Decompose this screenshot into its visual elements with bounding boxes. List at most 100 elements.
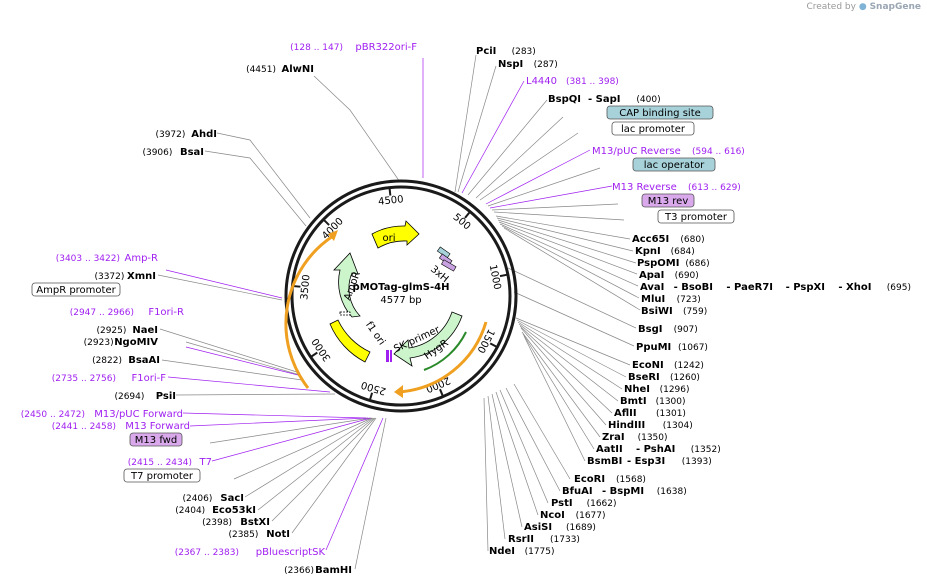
feature-box: T3 promoter [657,209,735,224]
plasmid-size: 4577 bp [380,295,421,306]
primer-label: M13 Reverse [612,182,677,193]
primer-position: (2735 .. 2756) [52,374,116,384]
feature-box-label: M13 rev [648,196,689,207]
feature-box: T7 promoter [123,468,201,483]
ring-tick-mark [322,218,330,226]
enzyme-position: (1662) [587,499,617,509]
feature-box-bg [657,209,735,224]
enzyme-position: (2385) [228,530,258,540]
enzyme-position: (907) [674,325,698,335]
feature-box-label: CAP binding site [619,108,701,119]
enzyme-position: (287) [534,60,558,70]
primer-position: (2367 .. 2383) [175,548,239,558]
feature-box-bg [641,193,695,208]
ring-tick-label: 500 [451,212,473,233]
enzyme-position: (3372) [94,272,124,282]
primer-label: F1ori-F [132,373,167,384]
enzyme-label: - PspXI [786,282,825,293]
enzyme-label: PstI [551,498,573,509]
enzyme-label: Acc65I [632,234,669,245]
enzyme-label: MluI [641,294,665,305]
ampr-outer-arrow [284,234,334,389]
feature-box-label: T7 promoter [130,471,194,482]
primer-position: (128 .. 147) [290,43,343,53]
primer-position: (2441 .. 2458) [52,422,116,432]
feature-box-bg [632,157,716,172]
feature-box-bg [123,468,201,483]
enzyme-label: BfuAI [562,486,593,497]
primer-position: (594 .. 616) [692,147,745,157]
enzyme-position: (4451) [246,65,276,75]
site-labels: AlwNI(4451)AhdI(3972)BsaI(3906)Amp-R(340… [21,42,911,576]
enzyme-label: BstXI [240,517,270,528]
feature-box: AmpR promoter [31,282,121,297]
enzyme-position: (2925) [96,326,126,336]
ring-tick-mark [388,187,392,196]
backbone-ring [284,179,518,413]
enzyme-label: BamHI [315,565,352,576]
snapgene-credit: Created by ● SnapGene [806,2,921,12]
enzyme-label: BsaAI [128,355,160,366]
enzyme-position: (1301) [656,409,686,419]
primer-position: (2415 .. 2434) [128,458,192,468]
hygr-arrow [393,311,463,367]
enzyme-label: BseRI [628,372,660,383]
enzyme-position: (3972) [155,130,185,140]
enzyme-position: (2694) [114,392,144,402]
enzyme-position: (680) [680,235,704,245]
enzyme-position: (1568) [616,475,646,485]
feature-box: lac operator [632,157,716,172]
enzyme-label: BmtI [620,396,647,407]
enzyme-label: AhdI [191,129,217,140]
enzyme-label: AsiSI [524,522,552,533]
enzyme-label: AatII [596,444,623,455]
ring-tick-label: 3500 [299,274,312,300]
enzyme-position: (2366) [284,566,314,576]
primer-label: pBluescriptSK [256,547,326,558]
primer-label: pBR322ori-F [355,42,417,53]
feature-box-bg [129,432,183,447]
feature-box-bg [31,282,121,297]
feature-box-label: AmpR promoter [36,285,116,296]
ring-tick-mark [499,273,509,278]
enzyme-label: BsmBI [587,456,622,467]
enzyme-label: - SapI [588,94,620,105]
feature-box-label: M13 fwd [135,435,177,446]
enzyme-label: SacI [220,493,244,504]
enzyme-label: BsiWI [641,306,673,317]
enzyme-position: (1677) [576,511,606,521]
enzyme-position: (1296) [660,385,690,395]
enzyme-label: ZraI [602,432,625,443]
enzyme-position: (2404) [175,506,205,516]
enzyme-label: - Esp3I [627,456,665,467]
credit-prefix: Created by [806,2,856,12]
enzyme-position: (1350) [638,433,668,443]
enzyme-label: AvaI [640,282,664,293]
ori-label: ori [382,233,395,244]
feature-box: lac promoter [611,121,695,136]
enzyme-label: NheI [624,384,650,395]
enzyme-position: (1067) [678,343,708,353]
enzyme-position: (2822) [92,356,122,366]
enzyme-label: KpnI [635,246,661,257]
plasmid-name: pMOTag-glmS-4H [353,282,450,293]
primer-position: (2947 .. 2966) [70,308,134,318]
primer-position: (2450 .. 2472) [21,410,85,420]
enzyme-position: (1300) [656,397,686,407]
enzyme-position: (2923) [84,338,114,348]
ring-tick-mark [368,392,374,401]
ring-tick-mark [310,351,318,358]
ring-tick-mark [489,342,498,349]
enzyme-position: (283) [512,47,536,57]
primer-label: M13/pUC Forward [94,409,183,420]
primer-position: (613 .. 629) [688,183,741,193]
enzyme-label: PsiI [156,391,176,402]
ring-tick-label: 2500 [360,379,388,397]
f1ori-label: f1 ori [363,320,387,348]
feature-box-bg [611,121,695,136]
feature-box-label: lac promoter [621,124,686,135]
f1ori-arrow [329,319,371,363]
enzyme-position: (723) [677,295,701,305]
feature-box-label: T3 promoter [664,212,728,223]
hygr-inner-green [423,331,467,371]
